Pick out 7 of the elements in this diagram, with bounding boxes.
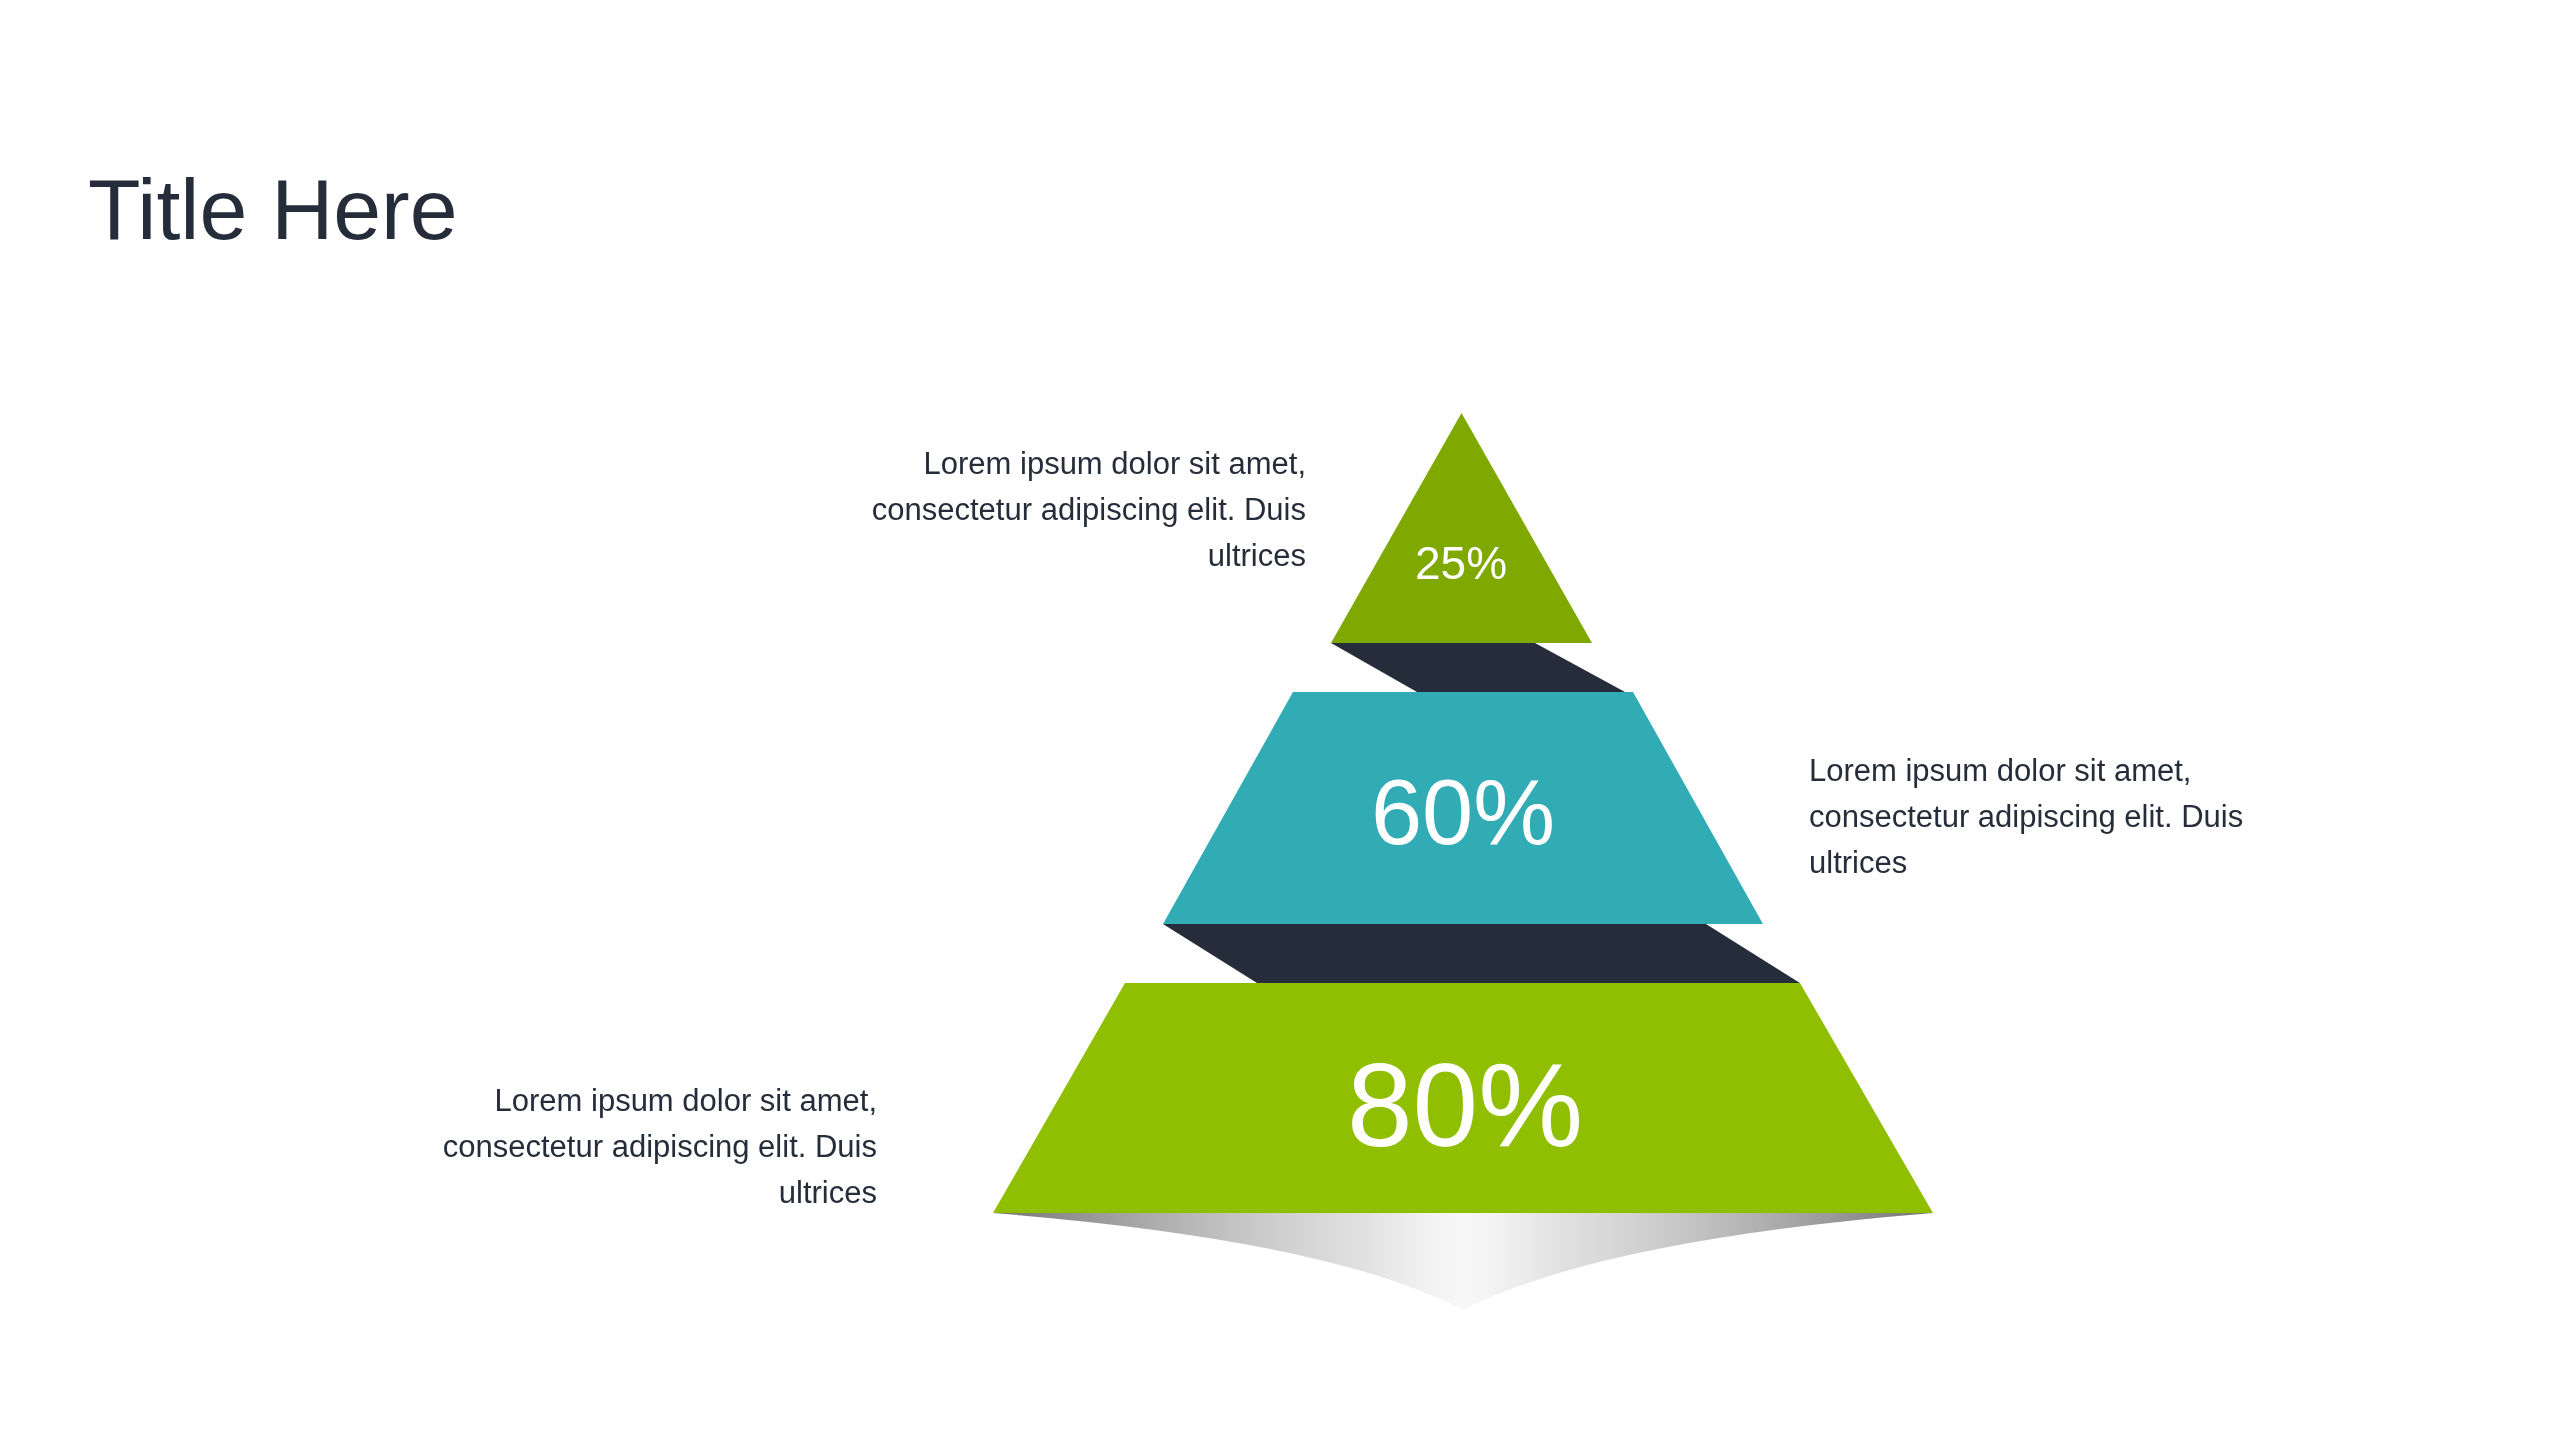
- description-text: Lorem ipsum dolor sit amet, consectetur adipiscing elit. Duis ultrices: [441, 1082, 877, 1212]
- percentage-label: 25%: [1414, 540, 1508, 586]
- percentage-label: 80%: [1346, 1046, 1584, 1164]
- title: Title Here: [88, 166, 458, 252]
- percentage-label: 60%: [1370, 766, 1556, 858]
- description-text: Lorem ipsum dolor sit amet, consectetur adipiscing elit. Duis ultrices: [870, 445, 1306, 575]
- description-text: Lorem ipsum dolor sit amet, consectetur adipiscing elit. Duis ultrices: [1809, 752, 2245, 882]
